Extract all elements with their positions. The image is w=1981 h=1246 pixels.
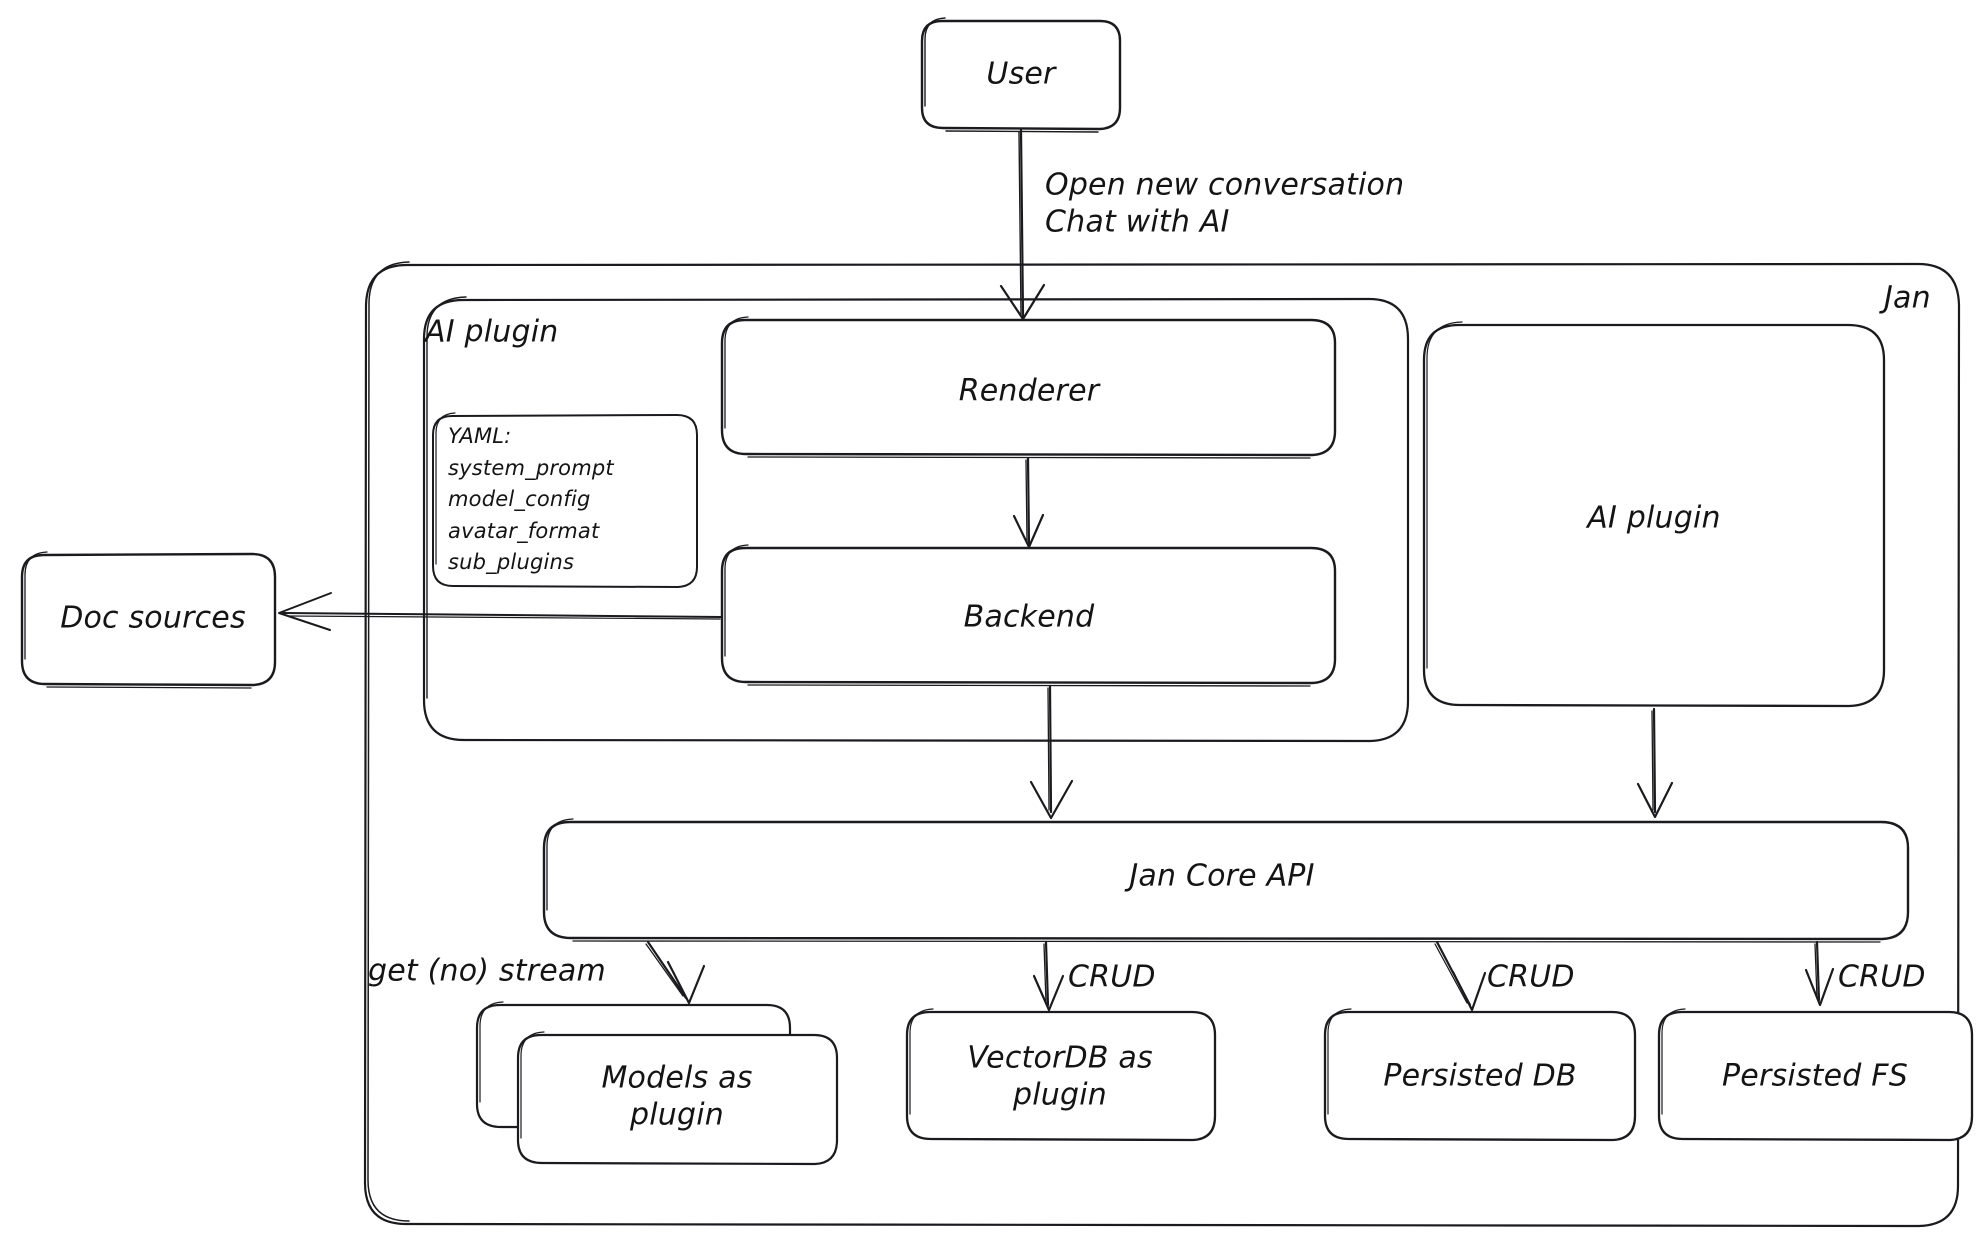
- node-persisted-db[interactable]: [1323, 1008, 1637, 1142]
- edge-core-to-models: [645, 940, 706, 1005]
- node-vectordb-as-plugin[interactable]: [905, 1008, 1217, 1142]
- node-renderer[interactable]: [720, 316, 1337, 459]
- edge-backend-to-doc-sources: [278, 592, 723, 631]
- edge-ai-plugin-to-core: [1636, 707, 1674, 819]
- node-user[interactable]: [920, 17, 1122, 133]
- node-models-as-plugin[interactable]: [475, 1001, 839, 1166]
- edge-core-to-vectordb: [1032, 940, 1065, 1012]
- node-ai-plugin-right[interactable]: [1422, 321, 1886, 708]
- edge-core-to-persisted-fs: [1804, 940, 1835, 1007]
- node-persisted-fs[interactable]: [1657, 1008, 1974, 1142]
- edge-core-to-persisted-db: [1434, 940, 1487, 1012]
- edge-user-to-renderer: [999, 128, 1046, 321]
- node-jan-core-api[interactable]: [542, 818, 1910, 943]
- node-doc-sources[interactable]: [20, 551, 277, 689]
- edge-backend-to-core: [1029, 684, 1074, 820]
- edge-renderer-to-backend: [1012, 456, 1045, 549]
- node-backend[interactable]: [720, 544, 1337, 687]
- node-yaml-card: [432, 412, 698, 588]
